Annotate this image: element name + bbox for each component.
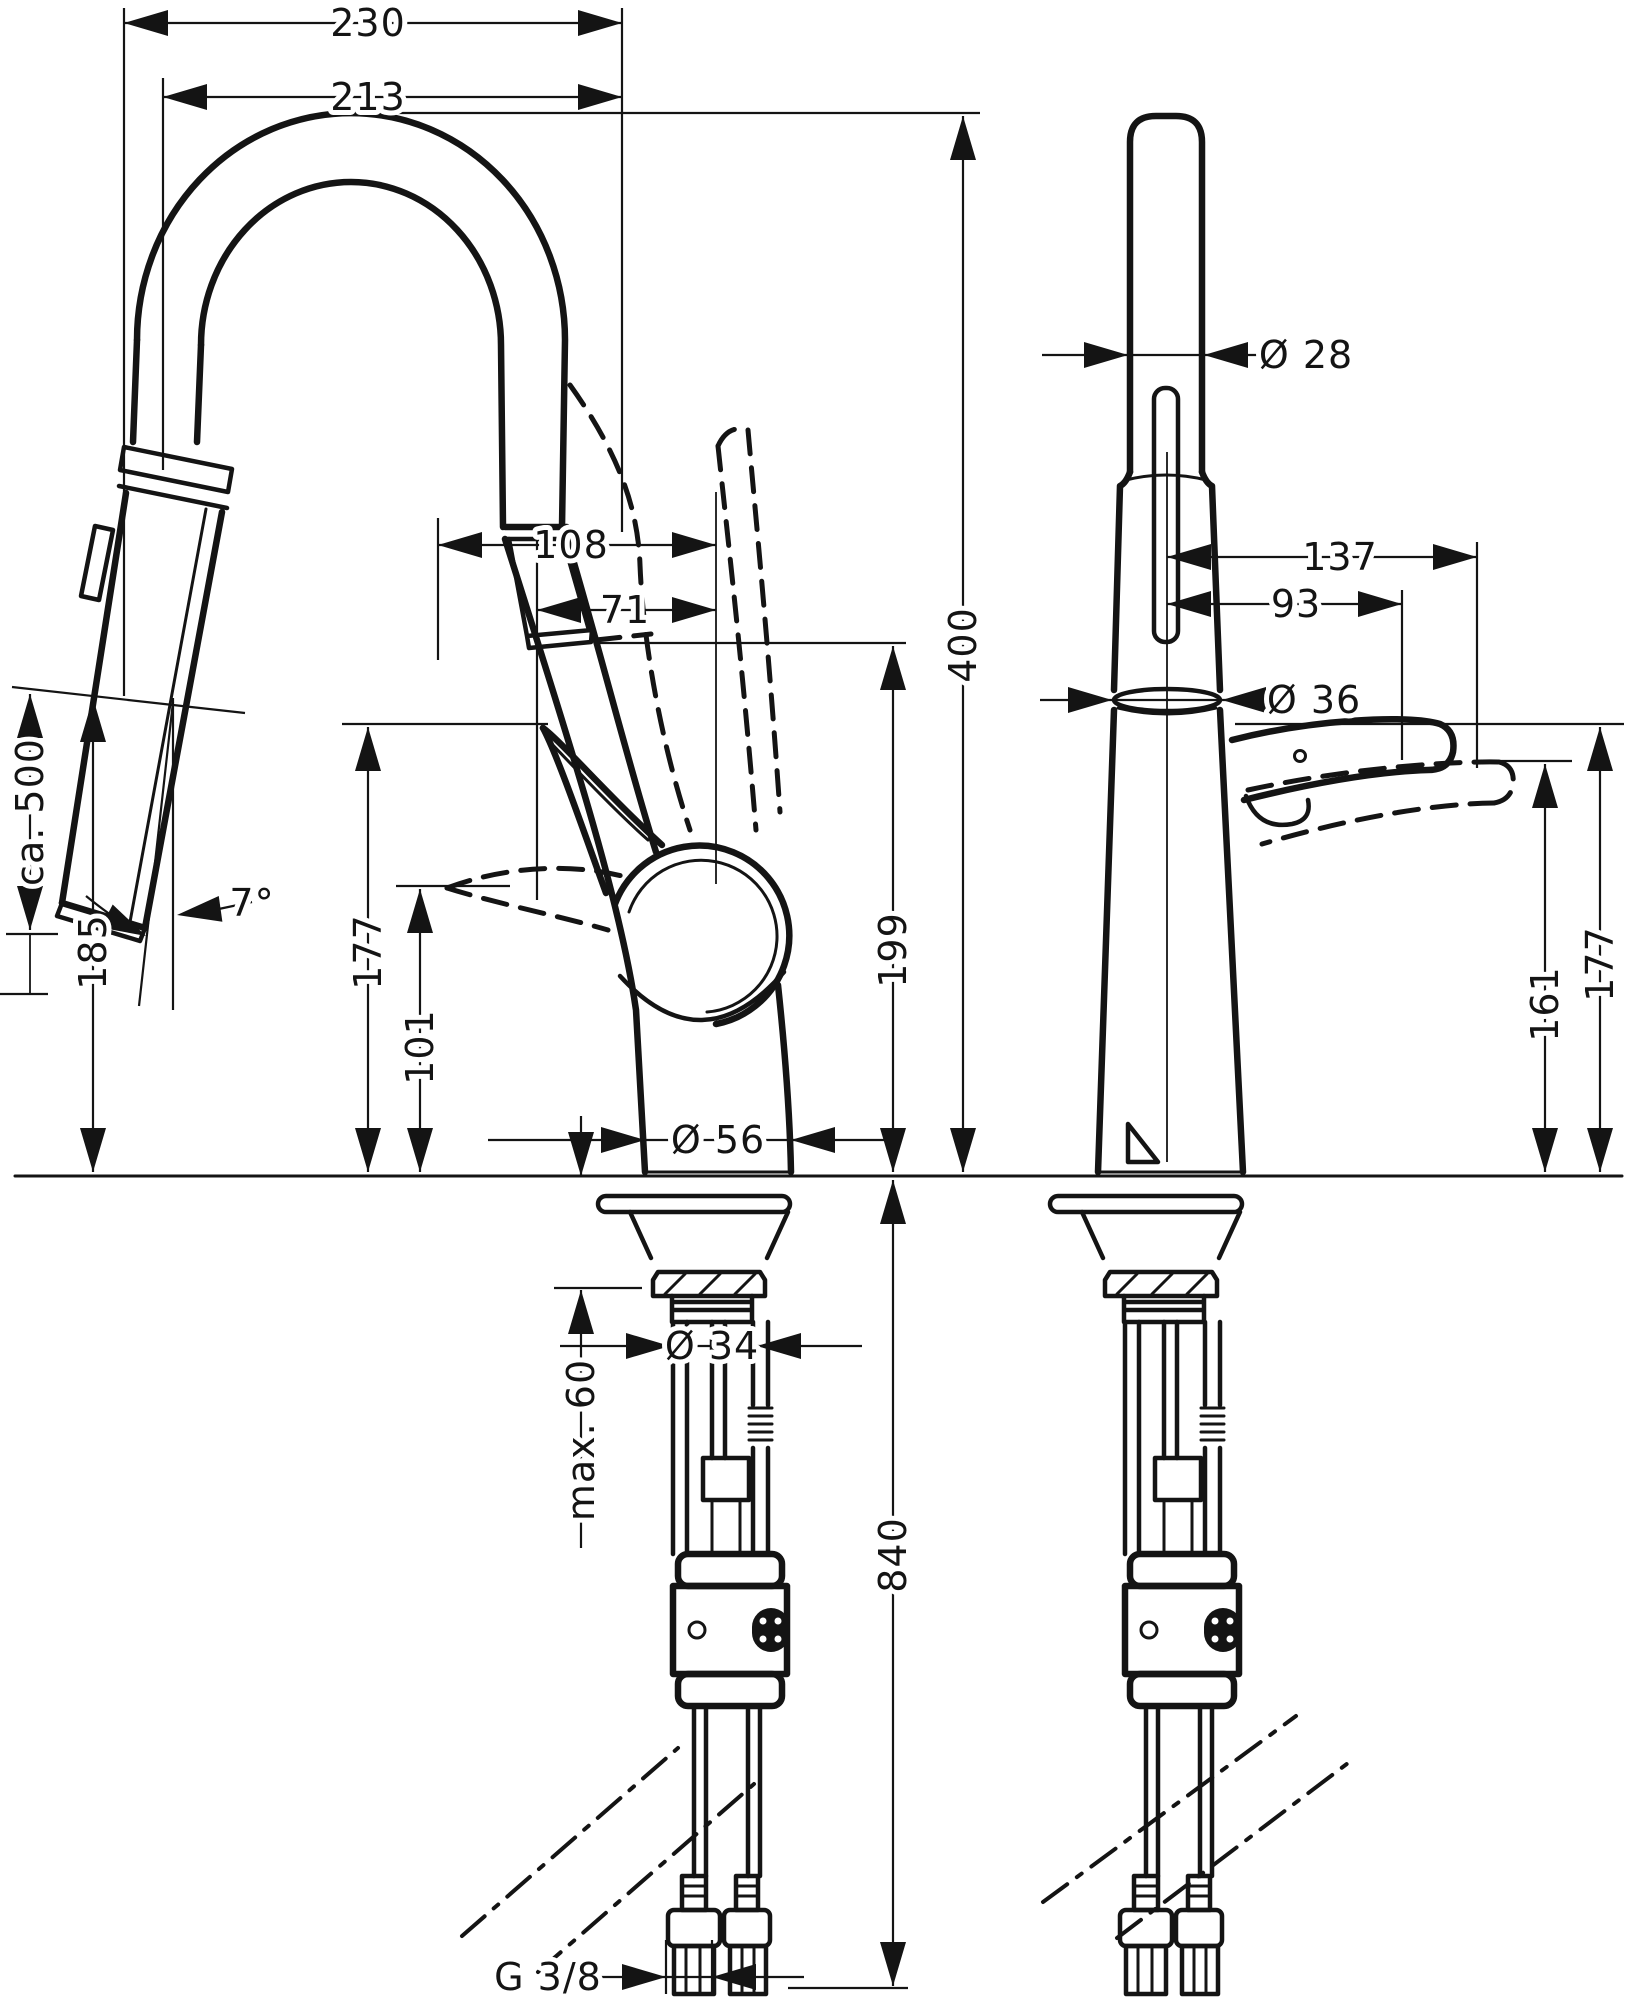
dim-label-108: 108 <box>533 523 609 567</box>
dim-label-213: 213 <box>330 75 406 119</box>
dim-label-101: 101 <box>398 1009 442 1085</box>
dim-label-230: 230 <box>330 1 406 45</box>
dim-label-177-side: 177 <box>1578 926 1622 1002</box>
front-view-undercounter <box>460 1193 793 1997</box>
dim-label-dia56: Ø 56 <box>671 1118 765 1162</box>
front-hose-connectors <box>665 1873 773 1997</box>
dim-label-400: 400 <box>941 607 985 683</box>
front-view-dashed-positions <box>444 382 783 933</box>
dim-label-71: 71 <box>600 588 650 632</box>
dim-label-g38: G 3/8 <box>494 1955 602 1999</box>
dim-label-7deg: 7° <box>229 881 274 925</box>
dim-label-93: 93 <box>1271 582 1321 626</box>
dim-label-161: 161 <box>1523 966 1567 1042</box>
dim-label-185: 185 <box>71 914 115 990</box>
dim-label-max60: max. 60 <box>559 1359 603 1521</box>
side-view-undercounter <box>1041 1193 1354 1997</box>
dim-label-dia28: Ø 28 <box>1259 333 1353 377</box>
side-view-outline <box>1094 112 1457 1176</box>
dim-label-199: 199 <box>871 912 915 988</box>
dim-label-137: 137 <box>1302 535 1378 579</box>
dim-label-dia34: Ø 34 <box>665 1324 759 1368</box>
dimension-labels: 230 213 108 71 400 199 177 101 ca. 500 1… <box>3 0 1627 2000</box>
side-view-dashed-handle <box>1245 759 1516 847</box>
dim-label-dia36: Ø 36 <box>1267 678 1361 722</box>
dimension-lines <box>0 8 1624 1994</box>
dim-label-840: 840 <box>871 1517 915 1593</box>
dim-label-ca500: ca. 500 <box>8 738 52 886</box>
side-hose-connectors <box>1117 1873 1225 1997</box>
dim-label-177-front: 177 <box>346 914 390 990</box>
